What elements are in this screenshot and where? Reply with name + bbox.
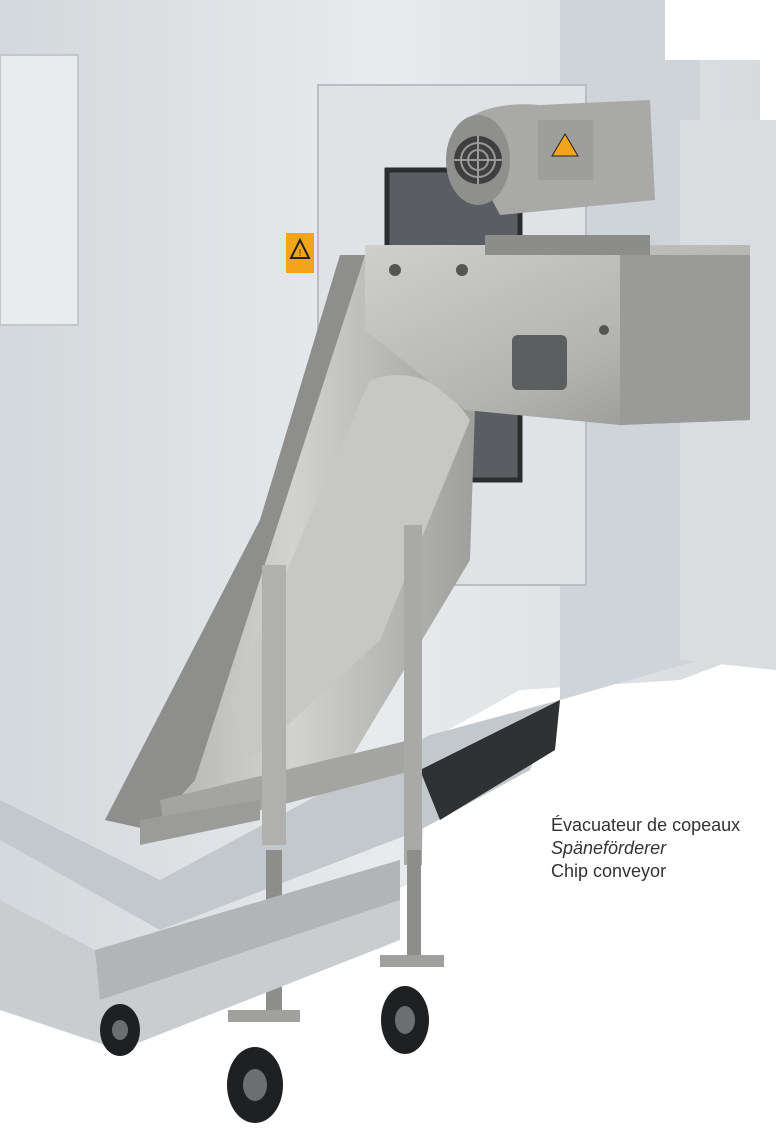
motor-fan-grille-icon [454, 136, 502, 184]
svg-text:!: ! [299, 248, 302, 258]
caption-english: Chip conveyor [551, 861, 667, 881]
caster-wheel-icon [100, 955, 444, 1123]
conveyor-chute [105, 255, 480, 835]
caption-german: Späneförderer [551, 838, 667, 858]
caption: Évacuateur de copeaux Späneförderer Chip… [551, 814, 740, 883]
caption-french: Évacuateur de copeaux [551, 815, 741, 835]
conveyor-head-housing [365, 235, 750, 425]
chip-tank-base [0, 860, 400, 1050]
motor [446, 100, 655, 215]
warning-label-icon: ! [286, 233, 314, 273]
support-frame [140, 525, 422, 1010]
